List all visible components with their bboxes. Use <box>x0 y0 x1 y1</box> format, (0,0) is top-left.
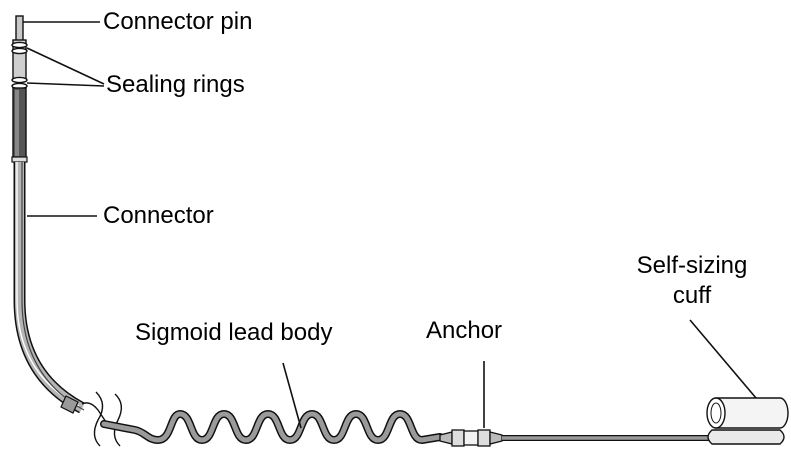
label-self-sizing-cuff-line2: cuff <box>672 282 712 309</box>
label-anchor: Anchor <box>426 317 503 344</box>
leader-lines <box>23 21 757 429</box>
leader-cuff <box>689 319 757 399</box>
label-sealing-rings: Sealing rings <box>106 71 245 98</box>
leader-sigmoid <box>282 362 302 429</box>
label-connector: Connector <box>103 202 214 229</box>
sealing-rings <box>11 39 28 90</box>
label-connector-pin: Connector pin <box>103 8 253 35</box>
connector-pin <box>15 15 24 43</box>
break-mark <box>81 391 123 447</box>
tube-band <box>60 395 79 414</box>
sigmoid-lead-body <box>100 410 444 444</box>
leader-sealing-ring-1 <box>26 47 105 85</box>
label-self-sizing-cuff-line1: Self-sizing <box>636 252 748 279</box>
label-sigmoid-lead-body: Sigmoid lead body <box>135 319 333 346</box>
anchor <box>439 429 503 447</box>
leader-sealing-ring-2 <box>26 82 105 87</box>
connector-body <box>11 87 28 163</box>
self-sizing-cuff <box>706 397 789 445</box>
connector-tube <box>13 162 85 414</box>
